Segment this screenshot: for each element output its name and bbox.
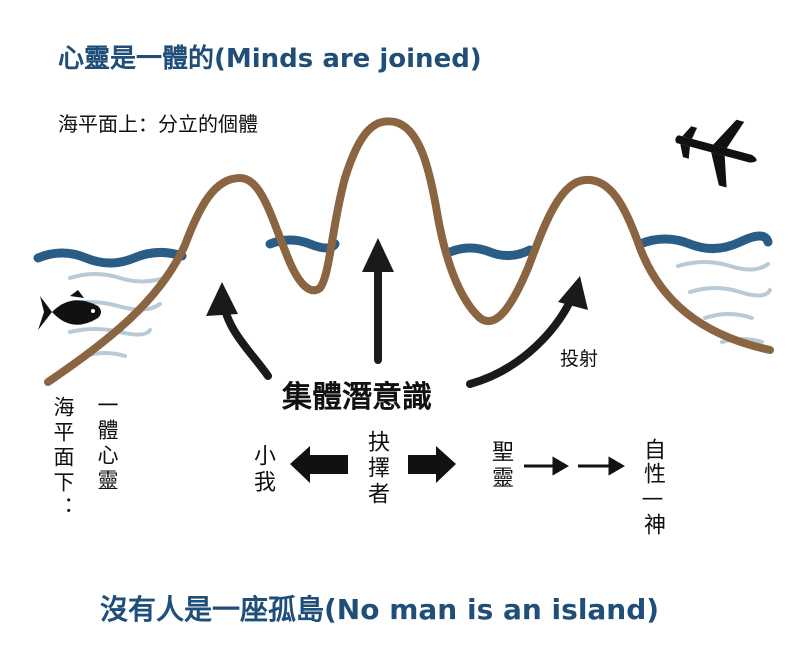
mountain-outline (44, 117, 774, 386)
label-true-self: 自性—神 (640, 438, 665, 537)
label-chooser: 抉擇者 (364, 430, 389, 508)
label-collective-unconscious: 集體潛意識 (282, 380, 432, 415)
projection-arrow-heads (206, 238, 588, 316)
airplane-icon (675, 119, 757, 188)
path-to-true-self (524, 456, 625, 476)
choice-arrows (290, 446, 456, 483)
arrow-to-holy-spirit (408, 446, 456, 483)
sea-surface (33, 231, 773, 268)
title-minds-joined: 心靈是一體的(Minds are joined) (58, 44, 482, 74)
title-no-man-is-island: 沒有人是一座孤島(No man is an island) (100, 593, 660, 626)
label-projection: 投射 (560, 348, 599, 370)
label-small-self: 小我 (250, 444, 275, 496)
label-one-mind: 一體心靈 (95, 394, 119, 494)
sea-light-lines-right (676, 260, 772, 344)
label-below-sea: 海平面下： (51, 396, 75, 521)
label-above-sea: 海平面上：分立的個體 (58, 112, 258, 136)
fish-icon (38, 290, 101, 330)
label-holy-spirit: 聖靈 (488, 440, 513, 492)
arrow-to-small-self (290, 446, 348, 483)
